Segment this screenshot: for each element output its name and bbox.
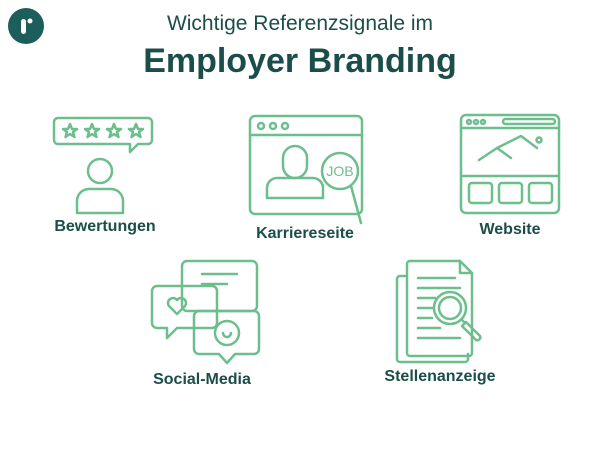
page-title: Employer Branding [143,42,457,80]
item-website: Website [435,113,585,239]
review-stars-icon [52,116,154,215]
svg-text:JOB: JOB [326,163,353,179]
label-stellenanzeige: Stellenanzeige [384,368,496,385]
label-social-media: Social-Media [153,371,251,388]
label-website: Website [479,221,541,238]
chat-bubbles-icon [150,259,261,365]
label-karriereseite: Karriereseite [256,225,354,242]
item-social-media: Social-Media [122,256,282,389]
website-icon [459,113,561,215]
career-page-icon: JOB [248,114,364,225]
item-stellenanzeige: Stellenanzeige [365,256,515,386]
logo [8,8,44,44]
item-bewertungen: Bewertungen [30,113,180,236]
label-bewertungen: Bewertungen [54,218,156,235]
item-karriereseite: JOB Karriereseite [230,113,380,243]
logo-icon [21,18,33,34]
subtitle: Wichtige Referenzsignale im [166,12,434,35]
job-ad-search-icon [395,259,482,364]
